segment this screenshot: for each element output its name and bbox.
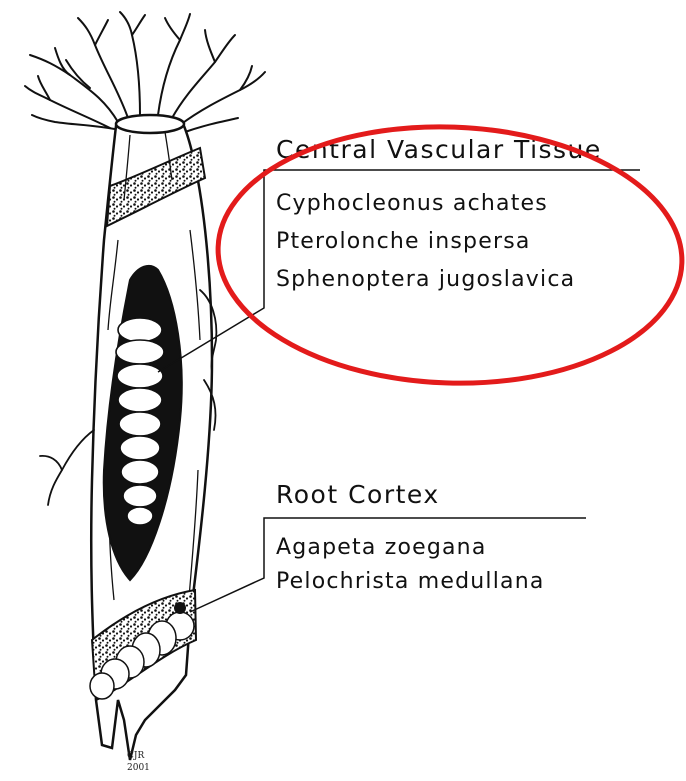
species-cortex-1: Agapeta zoegana <box>276 535 487 560</box>
artist-signature: CJR 2001 <box>127 751 150 773</box>
heading-central-vascular: Central Vascular Tissue <box>276 135 602 164</box>
species-central-3: Sphenoptera jugoslavica <box>276 267 575 292</box>
root-stem <box>40 115 216 760</box>
larva-vascular <box>116 318 164 525</box>
species-cortex-2: Pelochrista medullana <box>276 569 545 594</box>
species-central-1: Cyphocleonus achates <box>276 191 548 216</box>
heading-root-cortex: Root Cortex <box>276 480 440 509</box>
svg-text:CJR: CJR <box>127 751 144 761</box>
species-central-2: Pterolonche inspersa <box>276 229 531 254</box>
label-root-cortex: Root Cortex Agapeta zoegana Pelochrista … <box>276 480 545 594</box>
label-central-vascular: Central Vascular Tissue Cyphocleonus ach… <box>276 135 602 292</box>
svg-text:2001: 2001 <box>127 763 150 773</box>
